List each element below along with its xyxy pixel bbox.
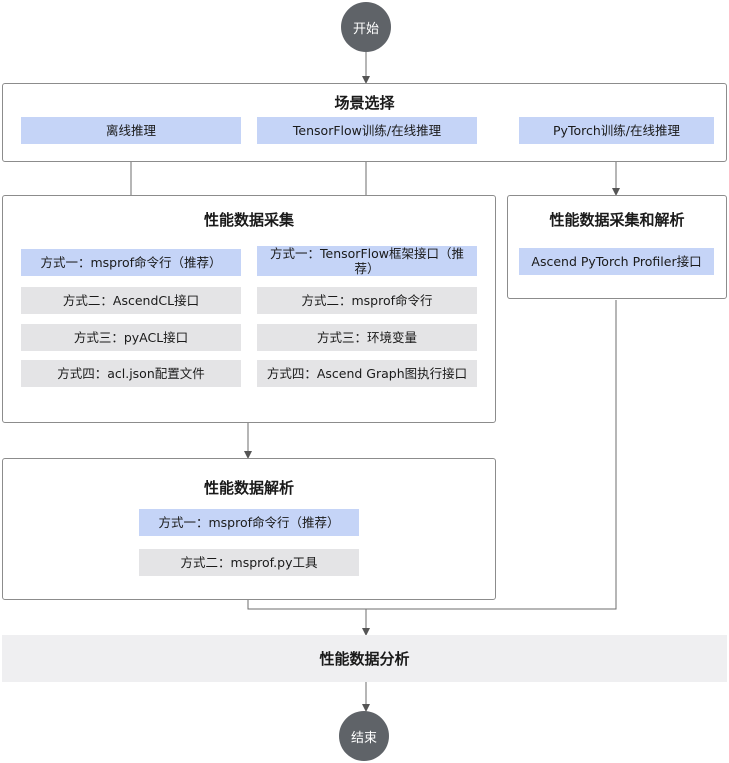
collect-left-1: 方式一：msprof命令行（推荐） xyxy=(21,249,241,276)
scene-pytorch: PyTorch训练/在线推理 xyxy=(519,117,714,144)
collect-parse-title: 性能数据采集和解析 xyxy=(549,211,685,229)
pytorch-profiler-box: Ascend PyTorch Profiler接口 xyxy=(519,248,714,275)
scene-selection-title: 场景选择 xyxy=(334,94,395,112)
end-node: 结束 xyxy=(339,711,389,761)
parse-method-1: 方式一：msprof命令行（推荐） xyxy=(139,509,359,536)
collect-right-3: 方式三：环境变量 xyxy=(257,324,477,351)
collect-left-3: 方式三：pyACL接口 xyxy=(21,324,241,351)
collect-parse-panel: 性能数据采集和解析 xyxy=(507,195,727,299)
collect-left-2: 方式二：AscendCL接口 xyxy=(21,287,241,314)
parsing-title: 性能数据解析 xyxy=(203,479,294,497)
scene-tensorflow: TensorFlow训练/在线推理 xyxy=(257,117,477,144)
scene-offline-inference: 离线推理 xyxy=(21,117,241,144)
parse-method-2: 方式二：msprof.py工具 xyxy=(139,549,359,576)
collect-right-4: 方式四：Ascend Graph图执行接口 xyxy=(257,360,477,387)
collect-left-4: 方式四：acl.json配置文件 xyxy=(21,360,241,387)
collect-right-2: 方式二：msprof命令行 xyxy=(257,287,477,314)
collect-right-1: 方式一：TensorFlow框架接口（推荐） xyxy=(257,246,477,276)
analysis-band: 性能数据分析 xyxy=(2,635,727,682)
collection-title: 性能数据采集 xyxy=(203,211,294,229)
start-node: 开始 xyxy=(341,2,391,52)
